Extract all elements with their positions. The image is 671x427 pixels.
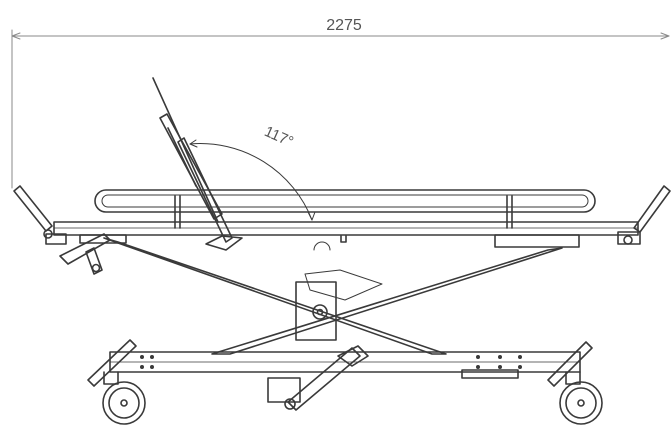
backrest (152, 77, 243, 251)
lift-strut (267, 345, 369, 411)
backrest-angle-label: 117° (262, 123, 296, 151)
foot-push-handle (623, 185, 671, 245)
castor-wheel-right (559, 371, 603, 425)
backrest-angle-arc (189, 139, 316, 221)
platform-frame (45, 221, 641, 248)
corner-bracket-left (87, 339, 137, 387)
side-rail (94, 189, 596, 229)
scissor-mechanism (103, 237, 563, 355)
castor-wheel-left (102, 371, 146, 425)
release-lever (59, 233, 111, 275)
length-dimension-label: 2275 (326, 17, 362, 34)
length-dimension (11, 29, 670, 189)
corner-bracket-right (547, 341, 593, 387)
base-frame (109, 351, 581, 379)
head-push-handle (13, 185, 53, 239)
